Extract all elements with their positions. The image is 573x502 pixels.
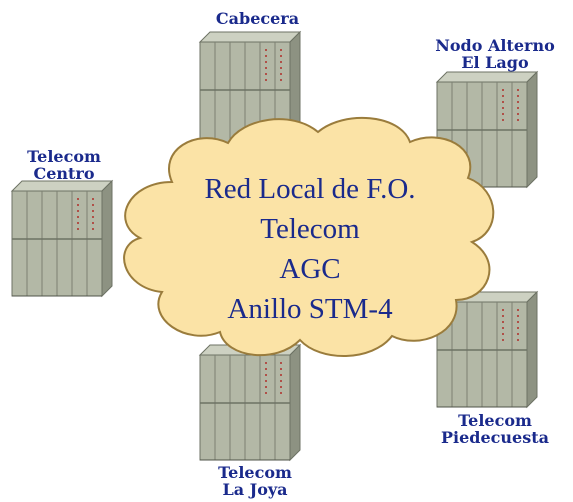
label-telecom-la-joya: Telecom La Joya — [200, 464, 310, 498]
label-telecom-centro: Telecom Centro — [14, 148, 114, 182]
label-telecom-piedecuesta-line-2: Piedecuesta — [441, 428, 549, 447]
label-telecom-piedecuesta-line-1: Telecom — [458, 411, 532, 430]
cabinet-telecom-centro — [11, 180, 113, 297]
label-nodo-alterno-line-1: Nodo Alterno — [435, 36, 555, 55]
cloud-title-line-4: Anillo STM-4 — [227, 293, 393, 325]
label-telecom-la-joya-line-2: La Joya — [222, 480, 288, 499]
cloud-title-line-2: Telecom — [260, 213, 360, 245]
label-telecom-centro-line-1: Telecom — [27, 147, 101, 166]
label-nodo-alterno: Nodo Alterno El Lago — [430, 37, 560, 71]
cabinet-telecom-la-joya — [199, 344, 301, 461]
label-cabecera-line-1: Cabecera — [215, 9, 300, 28]
network-cloud — [123, 116, 495, 357]
label-nodo-alterno-line-2: El Lago — [461, 53, 529, 72]
label-telecom-piedecuesta: Telecom Piedecuesta — [430, 412, 560, 446]
cloud-title-line-3: AGC — [279, 253, 341, 285]
label-telecom-centro-line-2: Centro — [33, 164, 95, 183]
cloud-title-line-1: Red Local de F.O. — [204, 173, 416, 205]
label-cabecera: Cabecera — [205, 10, 310, 27]
label-telecom-la-joya-line-1: Telecom — [218, 463, 292, 482]
